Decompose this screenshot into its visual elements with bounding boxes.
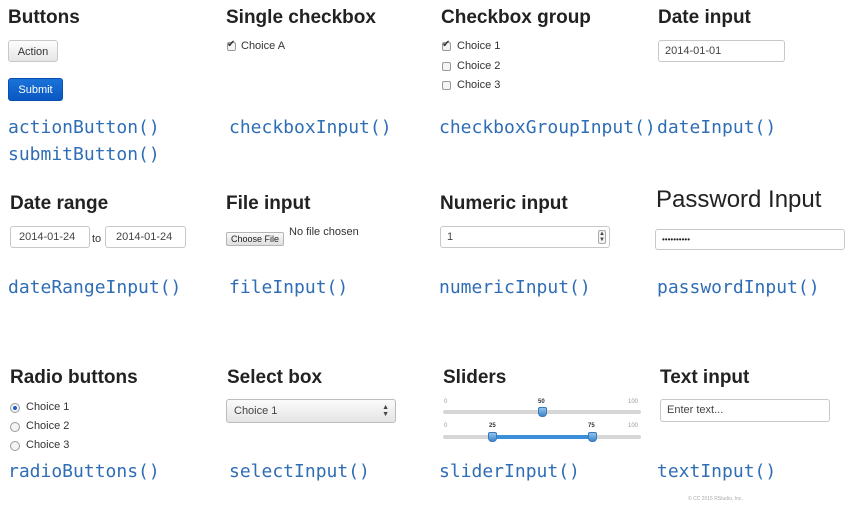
password-input-title: Password Input <box>656 186 822 213</box>
checkbox-group-title: Checkbox group <box>441 7 591 28</box>
select-box-title: Select box <box>227 367 323 388</box>
text-input-title: Text input <box>660 367 750 388</box>
date-range-title: Date range <box>10 193 109 214</box>
slider1-max: 100 <box>628 399 639 405</box>
group-choice-1-checkbox[interactable] <box>442 39 451 51</box>
date-input-field[interactable]: 2014-01-01 <box>658 40 785 62</box>
radio-choice-3-label: Choice 3 <box>26 439 70 451</box>
date-range-separator: to <box>92 233 102 245</box>
file-status: No file chosen <box>289 226 359 238</box>
group-choice-1-label: Choice 1 <box>457 40 501 52</box>
date-range-end[interactable]: 2014-01-24 <box>105 226 186 248</box>
radio-choice-1-label: Choice 1 <box>26 401 70 413</box>
radio-choice-2-label: Choice 2 <box>26 420 70 432</box>
slider2-min: 0 <box>444 423 448 429</box>
numeric-input-field[interactable]: 1 <box>440 226 610 248</box>
group-choice-2-label: Choice 2 <box>457 60 501 72</box>
radio-buttons-title: Radio buttons <box>10 367 138 388</box>
buttons-title: Buttons <box>8 7 80 28</box>
date-input-fn: dateInput() <box>657 117 777 138</box>
date-range-start[interactable]: 2014-01-24 <box>10 226 90 248</box>
slider1-value-label: 50 <box>538 399 545 405</box>
group-choice-2-checkbox[interactable] <box>442 62 451 71</box>
select-box-value: Choice 1 <box>234 405 278 417</box>
sliders-title: Sliders <box>443 367 507 388</box>
copyright-footer: © CC 2015 RStudio, Inc. <box>688 496 743 502</box>
slider2-max: 100 <box>628 423 639 429</box>
slider2-range-fill <box>493 435 592 439</box>
slider2-low-label: 25 <box>489 423 496 429</box>
select-box[interactable]: Choice 1 ▲▼ <box>226 399 396 423</box>
chevron-up-down-icon: ▲▼ <box>382 404 389 418</box>
date-input-title: Date input <box>658 7 751 28</box>
submit-button-fn: submitButton() <box>8 144 160 165</box>
text-input-placeholder: Enter text... <box>667 404 724 416</box>
choose-file-button[interactable]: Choose File <box>226 232 284 246</box>
radio-buttons-fn: radioButtons() <box>8 461 160 482</box>
select-input-fn: selectInput() <box>229 461 370 482</box>
group-choice-3-checkbox[interactable] <box>442 81 451 90</box>
submit-button[interactable]: Submit <box>8 78 63 101</box>
radio-choice-3[interactable] <box>10 441 20 451</box>
text-input-field[interactable]: Enter text... <box>660 399 830 422</box>
numeric-input-fn: numericInput() <box>439 277 591 298</box>
checkbox-group-input-fn: checkboxGroupInput() <box>439 117 656 138</box>
password-input-fn: passwordInput() <box>657 277 820 298</box>
action-button[interactable]: Action <box>8 40 58 62</box>
choice-a-label: Choice A <box>241 40 286 52</box>
numeric-spinner[interactable]: ▲▼ <box>598 230 606 244</box>
slider1-min: 0 <box>444 399 448 405</box>
password-input-field[interactable]: •••••••••• <box>655 229 845 250</box>
slider1-handle[interactable] <box>538 407 547 417</box>
radio-choice-1[interactable] <box>10 403 20 413</box>
choice-a-checkbox[interactable] <box>227 39 236 51</box>
file-input-title: File input <box>226 193 311 214</box>
radio-choice-2[interactable] <box>10 422 20 432</box>
single-checkbox-title: Single checkbox <box>226 7 376 28</box>
checkbox-input-fn: checkboxInput() <box>229 117 392 138</box>
group-choice-3-label: Choice 3 <box>457 79 501 91</box>
slider2-high-label: 75 <box>588 423 595 429</box>
slider2-high-handle[interactable] <box>588 432 597 442</box>
text-input-fn: textInput() <box>657 461 777 482</box>
date-range-input-fn: dateRangeInput() <box>8 277 182 298</box>
slider2-low-handle[interactable] <box>488 432 497 442</box>
action-button-fn: actionButton() <box>8 117 160 138</box>
numeric-input-title: Numeric input <box>440 193 568 214</box>
file-input-fn: fileInput() <box>229 277 349 298</box>
slider-input-fn: sliderInput() <box>439 461 580 482</box>
